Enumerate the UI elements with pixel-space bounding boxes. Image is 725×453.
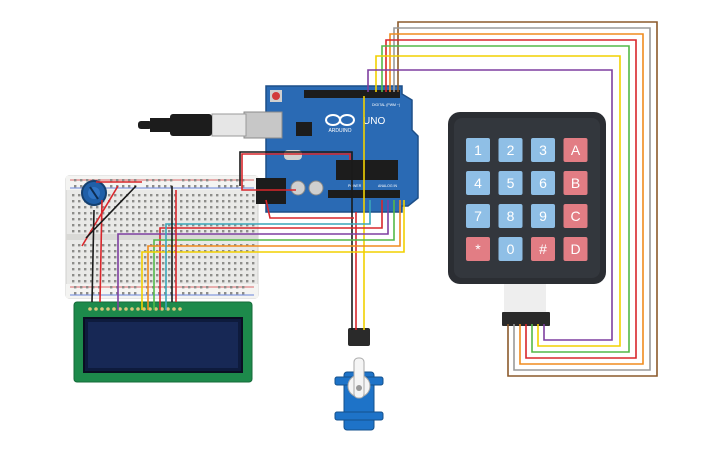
keypad-key-5: 5 bbox=[498, 171, 523, 195]
usb-cable bbox=[138, 113, 247, 137]
analog-in-label: ANALOG IN bbox=[378, 184, 398, 188]
keypad-key-label: # bbox=[539, 241, 547, 257]
arduino-brand-label: ARDUINO bbox=[328, 128, 351, 134]
keypad-key-label: C bbox=[570, 208, 580, 224]
potentiometer bbox=[81, 180, 107, 206]
keypad-key-0: 0 bbox=[498, 237, 523, 261]
keypad-4x4: 1 2 3 A 4 5 6 B 7 8 9 C * 0 # D bbox=[448, 112, 606, 326]
arduino-logo-icon bbox=[325, 114, 355, 126]
keypad-key-B: B bbox=[563, 171, 588, 195]
digital-pins-label: DIGITAL (PWM ~) bbox=[372, 103, 400, 107]
keypad-key-7: 7 bbox=[466, 204, 490, 228]
wires bbox=[81, 21, 658, 377]
keypad-key-label: 2 bbox=[507, 142, 515, 158]
keypad-key-*: * bbox=[466, 237, 490, 261]
keypad-key-2: 2 bbox=[498, 138, 523, 162]
lcd-pins bbox=[88, 307, 182, 311]
keypad-key-#: # bbox=[531, 237, 555, 261]
lcd-display bbox=[73, 301, 253, 383]
keypad-key-6: 6 bbox=[531, 171, 555, 195]
keypad-key-label: D bbox=[570, 241, 580, 257]
servo-motor bbox=[334, 328, 384, 431]
breadboard bbox=[65, 175, 259, 299]
arduino-uno-board: ARDUINO UNO DIGITAL (PWM ~) POWER ANALOG… bbox=[243, 85, 419, 213]
keypad-key-label: 6 bbox=[539, 175, 547, 191]
keypad-key-label: B bbox=[571, 175, 580, 191]
keypad-key-label: 8 bbox=[507, 208, 515, 224]
keypad-key-D: D bbox=[563, 237, 588, 261]
keypad-key-label: 0 bbox=[507, 241, 515, 257]
keypad-key-8: 8 bbox=[498, 204, 523, 228]
keypad-key-label: 5 bbox=[507, 175, 515, 191]
keypad-key-4: 4 bbox=[466, 171, 490, 195]
keypad-key-C: C bbox=[563, 204, 588, 228]
keypad-key-label: A bbox=[571, 142, 581, 158]
keypad-key-A: A bbox=[563, 138, 588, 162]
keypad-key-label: 1 bbox=[474, 142, 482, 158]
keypad-key-label: 9 bbox=[539, 208, 547, 224]
keypad-key-label: 7 bbox=[474, 208, 482, 224]
keypad-key-9: 9 bbox=[531, 204, 555, 228]
keypad-key-1: 1 bbox=[466, 138, 490, 162]
keypad-key-label: * bbox=[475, 241, 481, 257]
keypad-key-label: 4 bbox=[474, 175, 482, 191]
keypad-key-label: 3 bbox=[539, 142, 547, 158]
uno-label: UNO bbox=[363, 116, 385, 127]
power-label: POWER bbox=[348, 184, 362, 188]
keypad-key-3: 3 bbox=[531, 138, 555, 162]
